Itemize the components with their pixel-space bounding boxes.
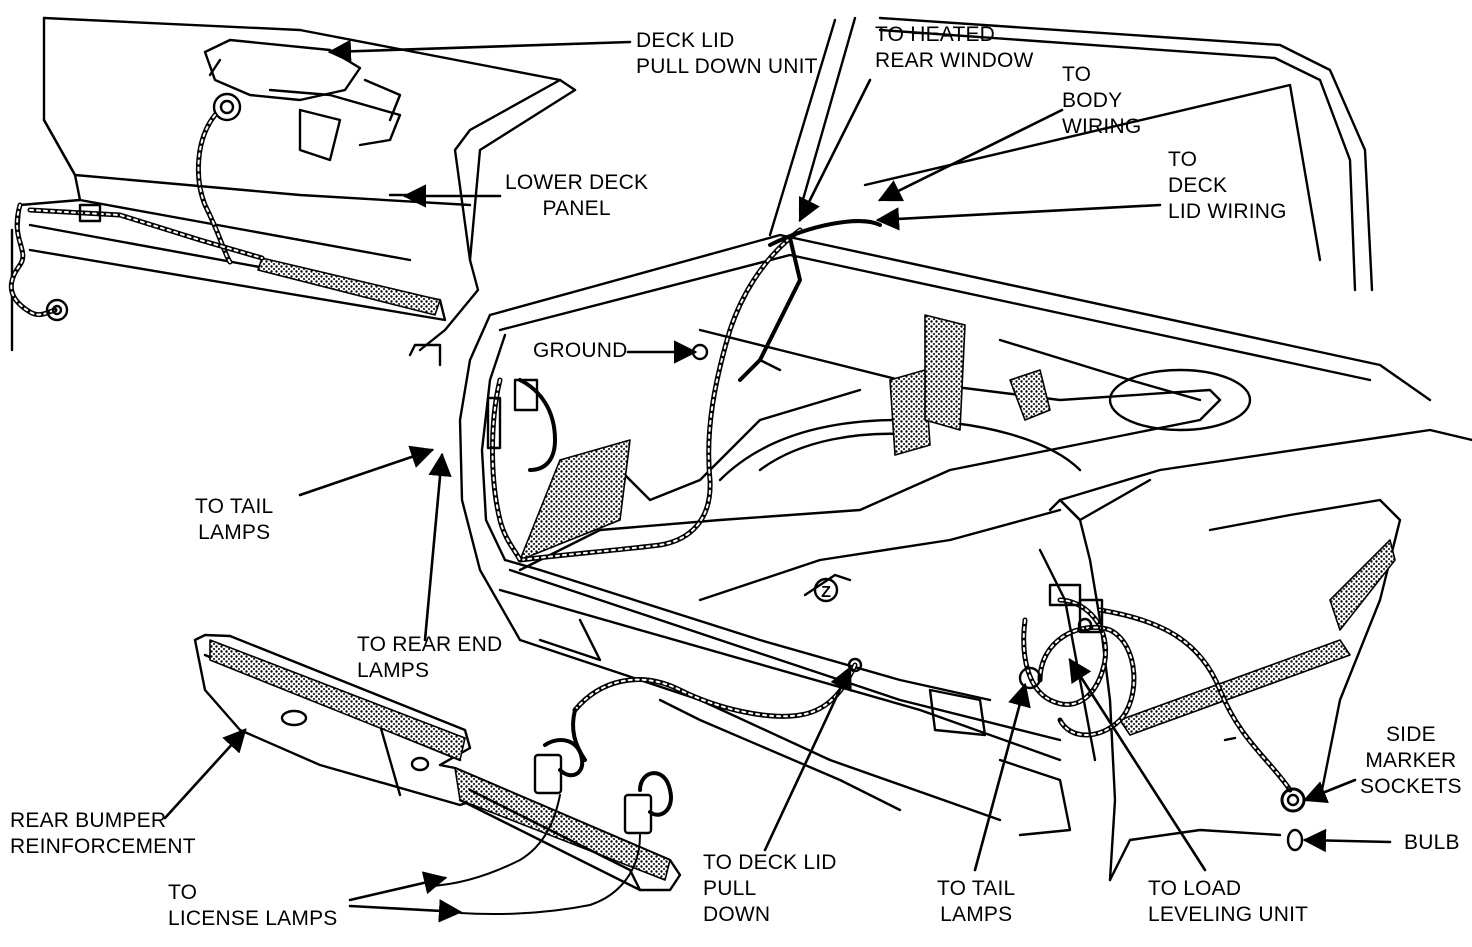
label-line: DOWN (703, 903, 771, 926)
label-line: TO (1062, 63, 1092, 86)
label-line: TO TAIL (195, 495, 274, 518)
label-line: LOWER DECK (505, 171, 649, 194)
label-line: LID WIRING (1168, 200, 1287, 223)
label-line: LEVELING UNIT (1148, 903, 1309, 926)
to-deck-lid-pull-down-label: TO DECK LID PULL DOWN (703, 850, 837, 928)
to-heated-rear-window-label: TO HEATED REAR WINDOW (875, 22, 1034, 74)
label-line: DECK (1168, 174, 1228, 197)
label-line: WIRING (1062, 115, 1142, 138)
rear-bumper-reinforcement-label: REAR BUMPER REINFORCEMENT (10, 808, 196, 860)
to-license-lamps-label: TO LICENSE LAMPS (168, 880, 338, 932)
label-line: GROUND (533, 339, 628, 362)
label-line: REAR BUMPER (10, 809, 167, 832)
bulb-label: BULB (1404, 830, 1460, 856)
lower-deck-panel-inset (8, 16, 577, 367)
side-marker-sockets-label: SIDE MARKER SOCKETS (1360, 722, 1462, 800)
to-deck-lid-wiring-label: TO DECK LID WIRING (1168, 147, 1287, 225)
bumper-reinforcement (193, 633, 863, 916)
to-rear-end-lamps-label: TO REAR END LAMPS (357, 632, 502, 684)
label-line: REINFORCEMENT (10, 835, 196, 858)
to-tail-lamps-right-label: TO TAIL LAMPS (937, 876, 1015, 928)
z-marker-label: Z (821, 584, 831, 601)
label-line: LAMPS (357, 659, 430, 682)
label-line: TO HEATED (875, 23, 996, 46)
deck-lid-pull-down-unit-label: DECK LID PULL DOWN UNIT (636, 28, 818, 80)
leader-lines (163, 39, 1392, 923)
label-line: DECK LID (636, 29, 735, 52)
label-line: TO REAR END (357, 633, 503, 656)
label-line: LAMPS (198, 521, 271, 544)
label-line: TO (1168, 148, 1198, 171)
to-body-wiring-label: TO BODY WIRING (1062, 62, 1141, 140)
label-line: LAMPS (940, 903, 1013, 926)
trunk-wiring-harness (486, 219, 882, 603)
label-line: LICENSE LAMPS (168, 907, 338, 930)
label-line: SOCKETS (1360, 775, 1462, 798)
label-line: TO DECK LID (703, 851, 837, 874)
to-load-leveling-unit-label: TO LOAD LEVELING UNIT (1148, 876, 1308, 928)
label-line: MARKER (1365, 749, 1457, 772)
label-line: PULL (703, 877, 757, 900)
label-line: TO (168, 881, 198, 904)
label-line: REAR WINDOW (875, 49, 1034, 72)
label-line: BULB (1404, 831, 1460, 854)
car-body-outline (458, 16, 1472, 882)
label-line: TO TAIL (937, 877, 1016, 900)
label-line: BODY (1062, 89, 1123, 112)
lower-deck-panel-label: LOWER DECK PANEL (505, 170, 648, 222)
label-line: TO LOAD (1148, 877, 1242, 900)
label-line: PANEL (542, 197, 611, 220)
ground-label: GROUND (533, 338, 628, 364)
label-line: PULL DOWN UNIT (636, 55, 818, 78)
label-line: SIDE (1385, 723, 1436, 746)
to-tail-lamps-left-label: TO TAIL LAMPS (195, 494, 273, 546)
